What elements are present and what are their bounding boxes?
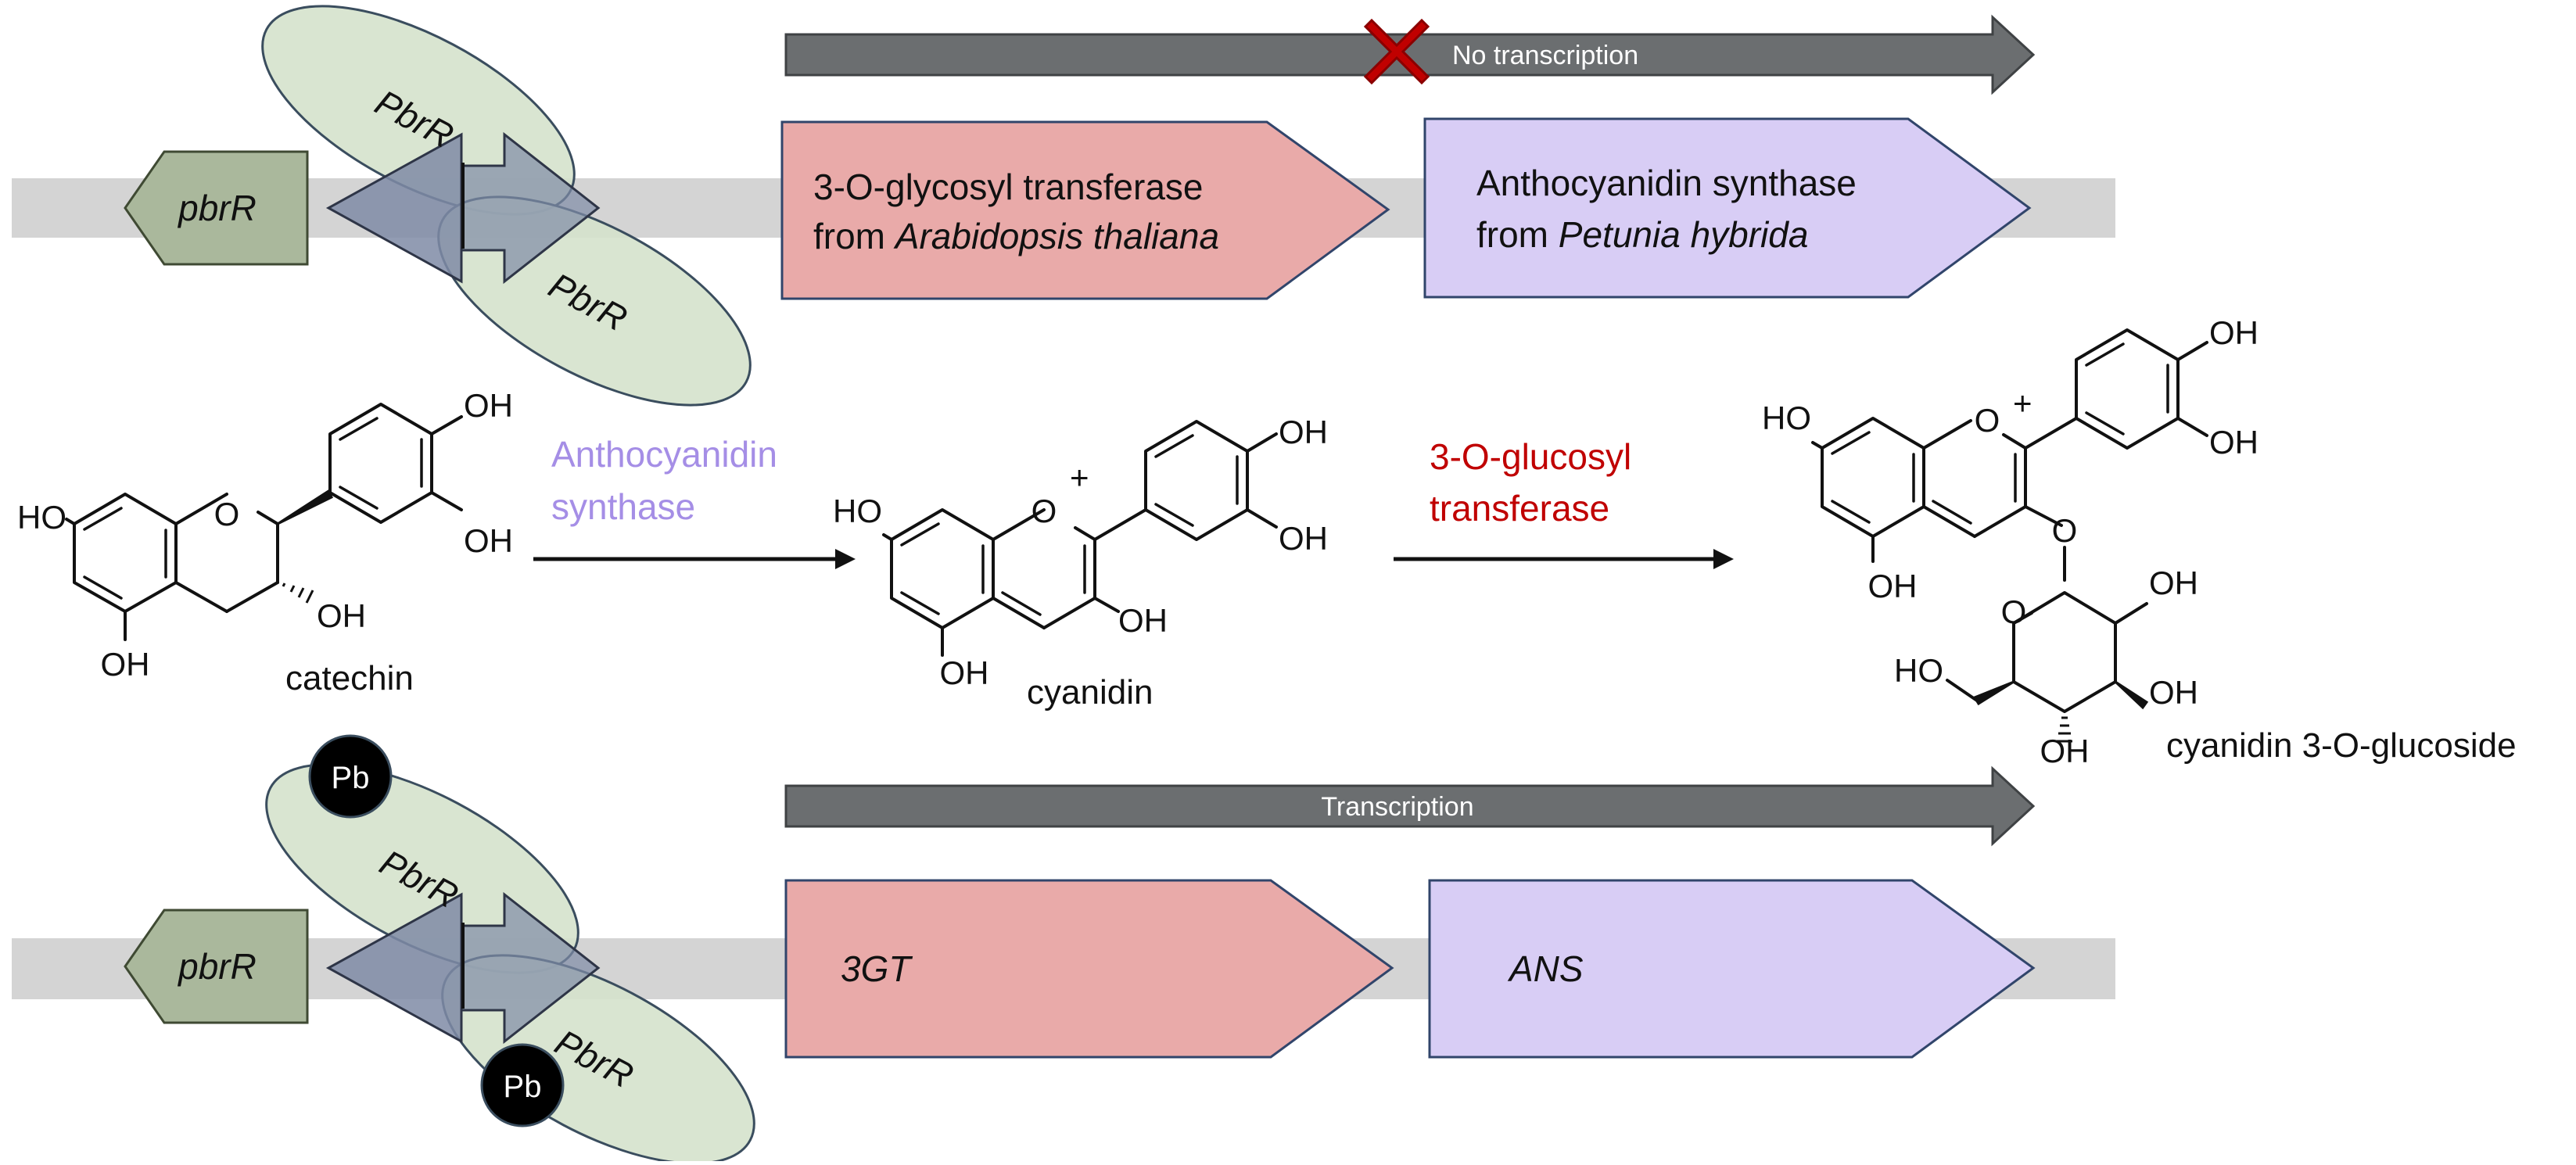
reaction-arrow-1-head xyxy=(835,549,856,569)
reaction-arrow-2-head xyxy=(1713,549,1734,569)
pbrR-gene-label-bottom: pbrR xyxy=(177,946,257,987)
catechin-label: catechin xyxy=(285,659,414,697)
catechin-hash-bond xyxy=(282,582,314,604)
gene-3gt-top xyxy=(780,120,1390,300)
catechin-structure: O HO OH OH OH OH catechin xyxy=(17,387,513,697)
glucose-ho-6: HO xyxy=(1894,652,1943,689)
transcription-label: Transcription xyxy=(1321,792,1473,822)
glucoside-hash-3 xyxy=(2057,716,2072,743)
pb-ion-upper: Pb xyxy=(308,734,393,819)
cyanidin-glucoside-label: cyanidin 3-O-glucoside xyxy=(2166,726,2517,765)
glucoside-wedge-5 xyxy=(1972,680,2015,706)
pbrR-gene-bottom xyxy=(124,909,309,1024)
glucoside-oh-5: OH xyxy=(1868,568,1918,604)
top-construct: No transcription pbrR PbrR PbrR 3-O-glyc… xyxy=(12,5,2115,407)
catechin-ho-7: HO xyxy=(17,499,66,536)
gene-3gt-bottom xyxy=(784,879,1394,1059)
no-transcription-label: No transcription xyxy=(1452,41,1638,70)
pbrR-gene-label-top: pbrR xyxy=(177,188,257,228)
catechin-oh-3p: OH xyxy=(464,522,513,559)
red-x-icon xyxy=(1363,18,1430,85)
gene-3gt-label: 3GT xyxy=(841,948,913,989)
enzyme2-label-line1: 3-O-glucosyl xyxy=(1430,436,1631,477)
pbrR-gene-top xyxy=(124,150,309,266)
gene2-name-top: Anthocyanidin synthase xyxy=(1476,163,1857,203)
catechin-ring-o: O xyxy=(214,496,240,532)
gene1-name-top: 3-O-glycosyl transferase xyxy=(813,167,1204,207)
cyanidin-ho-7: HO xyxy=(833,493,882,529)
cyanidin-structure: O + HO OH OH OH OH cyanidin xyxy=(833,414,1328,712)
promoter-arrow-right-top xyxy=(460,131,601,285)
enzyme2-label-line2: transferase xyxy=(1430,488,1609,529)
cyanidin-3-o-glucoside-structure: O + HO OH OH OH O O OH OH OH HO cyanidin… xyxy=(1762,314,2517,769)
pb-ion-lower: Pb xyxy=(480,1043,565,1127)
catechin-oh-5: OH xyxy=(101,646,150,683)
cyanidin-label: cyanidin xyxy=(1027,673,1153,712)
promoter-arrow-right-bottom xyxy=(460,891,601,1045)
enzyme1-label-line1: Anthocyanidin xyxy=(551,434,777,475)
svg-text:Pb: Pb xyxy=(332,761,370,795)
gene2-origin-top: from Petunia hybrida xyxy=(1476,214,1808,255)
glucoside-glycosidic-o: O xyxy=(2052,512,2078,549)
glucoside-charge: + xyxy=(2013,385,2032,421)
catechin-oh-4p: OH xyxy=(464,387,513,424)
gene-ans-top xyxy=(1423,117,2032,299)
glucoside-wedge-4 xyxy=(2114,680,2149,710)
bottom-construct: Transcription pbrR PbrR PbrR Pb Pb 3GT A… xyxy=(12,734,2115,1165)
transcript-arrow-top xyxy=(784,14,2036,95)
svg-text:Pb: Pb xyxy=(504,1070,542,1104)
glucose-oh-2: OH xyxy=(2149,565,2198,601)
glucoside-oh-3p: OH xyxy=(2209,424,2258,461)
transcript-arrow-bottom xyxy=(784,765,2036,847)
catechin-oh-3: OH xyxy=(317,597,366,634)
gene-ans-label: ANS xyxy=(1507,948,1584,989)
cyanidin-oh-4p: OH xyxy=(1279,414,1328,450)
cyanidin-charge: + xyxy=(1070,459,1089,496)
glucose-ring-o: O xyxy=(2001,593,2027,630)
gene-ans-bottom xyxy=(1428,879,2036,1059)
enzyme1-label-line2: synthase xyxy=(551,486,695,527)
cyanidin-oh-3p: OH xyxy=(1279,520,1328,557)
glucoside-ring-o: O xyxy=(1975,402,2000,439)
pathway: O HO OH OH OH OH catechin Anthocyanidin … xyxy=(17,314,2517,769)
gene1-origin-top: from Arabidopsis thaliana xyxy=(813,216,1219,256)
cyanidin-oh-5: OH xyxy=(940,654,989,691)
cyanidin-oh-3: OH xyxy=(1118,602,1168,639)
glucose-oh-3: OH xyxy=(2040,733,2090,769)
cyanidin-ring-o: O xyxy=(1031,493,1057,529)
glucoside-ho-7: HO xyxy=(1762,400,1811,436)
glucoside-oh-4p: OH xyxy=(2209,314,2258,351)
catechin-wedge-bond xyxy=(277,489,334,525)
glucose-oh-4: OH xyxy=(2149,674,2198,711)
